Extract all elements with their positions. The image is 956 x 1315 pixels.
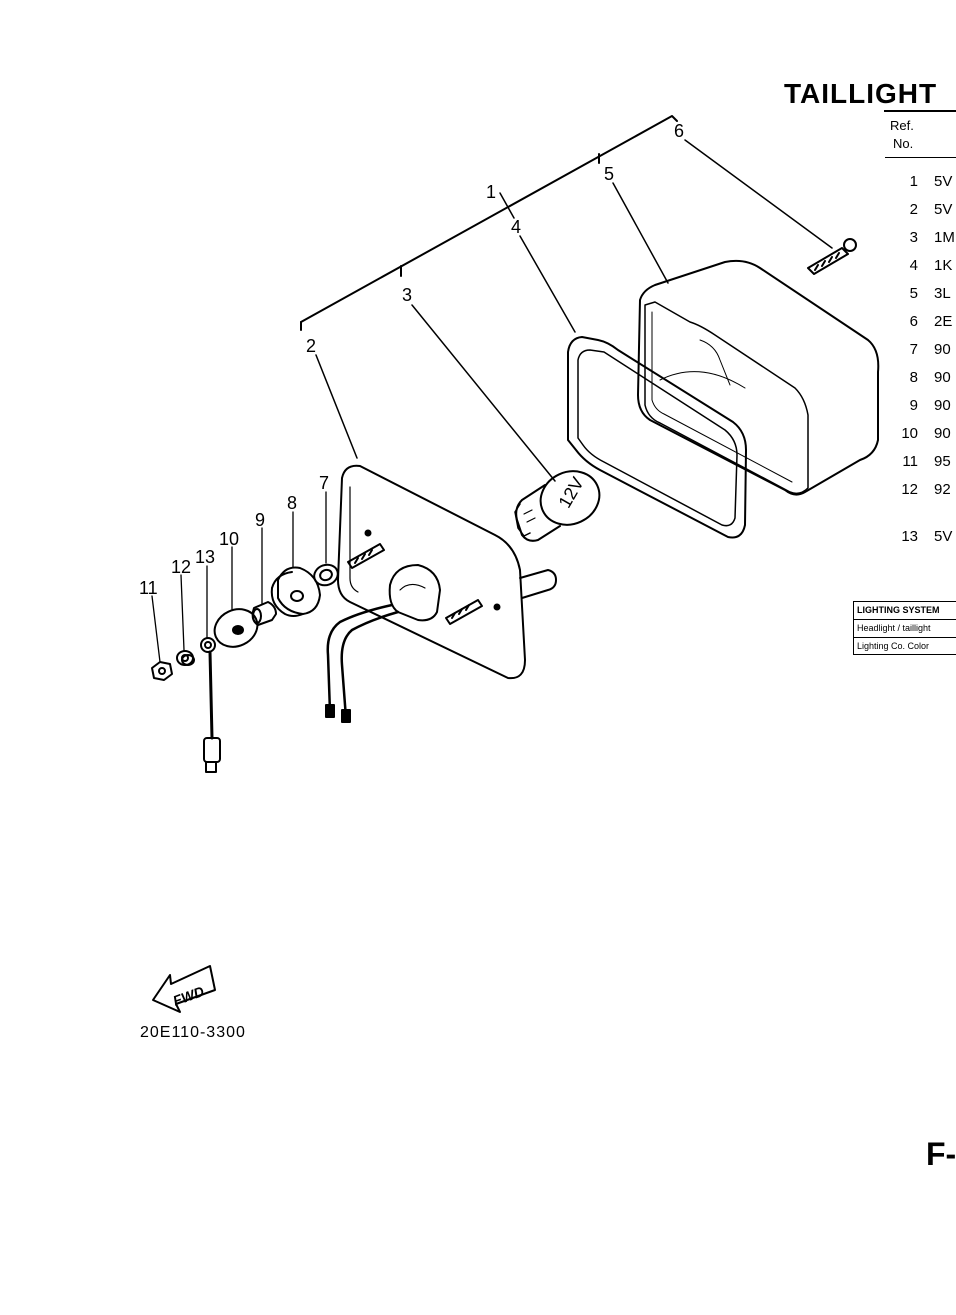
table-row: 9 90 <box>0 392 956 420</box>
part-number: 5V <box>934 173 953 190</box>
table-row: 12 92 <box>0 476 956 504</box>
part-number: 5V <box>934 201 953 218</box>
part-number: 92 <box>934 481 951 498</box>
part-number: 90 <box>934 397 951 414</box>
table-row: 2 5V <box>0 196 956 224</box>
ref-number: 8 <box>909 369 918 386</box>
grommet-part-8 <box>270 566 321 617</box>
bulb-label: 12V <box>554 474 587 512</box>
table-row: 5 3L <box>0 280 956 308</box>
ref-number: 1 <box>909 173 918 190</box>
screw-part-6 <box>807 238 857 275</box>
header-rule <box>885 157 956 158</box>
callout-1: 1 <box>486 182 496 202</box>
callout-10: 10 <box>219 529 239 549</box>
table-row: 1 5V <box>0 168 956 196</box>
ref-number: 9 <box>909 397 918 414</box>
ref-number: 12 <box>901 481 918 498</box>
part-number: 1K <box>934 257 953 274</box>
callout-13: 13 <box>195 547 215 567</box>
table-row: 13 5V <box>0 523 956 551</box>
part-number: 90 <box>934 425 951 442</box>
ref-number: 13 <box>901 528 918 545</box>
ref-number: 10 <box>901 425 918 442</box>
ref-number: 11 <box>902 453 918 470</box>
table-row: 4 1K <box>0 252 956 280</box>
callout-7: 7 <box>319 473 329 493</box>
part-number: 2E <box>934 313 953 330</box>
lighting-system-heading: LIGHTING SYSTEM <box>854 602 956 620</box>
lighting-system-box: LIGHTING SYSTEM Headlight / taillight Li… <box>853 601 956 655</box>
callout-4: 4 <box>511 217 521 237</box>
spring-washer-part-12 <box>176 650 195 666</box>
ref-number: 3 <box>909 229 918 246</box>
callout-11: 11 <box>139 578 158 598</box>
part-number: 1M <box>934 229 955 246</box>
callout-2: 2 <box>306 336 316 356</box>
part-number: 90 <box>934 341 951 358</box>
leader-lines <box>315 139 833 482</box>
callout-8: 8 <box>287 493 297 513</box>
ref-number: 6 <box>909 313 918 330</box>
no-label: No. <box>893 136 914 151</box>
ref-label: Ref. <box>890 118 914 133</box>
bulb-part-3: 12V <box>514 470 601 542</box>
ref-number: 4 <box>909 257 918 274</box>
callout-labels: 1 2 3 4 5 6 7 8 9 10 11 12 13 <box>139 121 684 598</box>
ref-number: 5 <box>909 285 918 302</box>
part-number: 90 <box>934 369 951 386</box>
callout-6: 6 <box>674 121 684 141</box>
title-underline <box>884 110 956 112</box>
page-code: F- <box>926 1136 956 1172</box>
assembly-brackets <box>300 115 678 331</box>
table-row: 10 90 <box>0 420 956 448</box>
page-title: TAILLIGHT <box>784 78 938 109</box>
lighting-system-row: Lighting Co. Color <box>857 641 930 651</box>
table-row: 3 1M <box>0 224 956 252</box>
table-row: 8 90 <box>0 364 956 392</box>
callout-12: 12 <box>171 557 191 577</box>
base-plate-part-2 <box>325 464 557 723</box>
part-number: 5V <box>934 528 953 545</box>
plate-washer-part-10 <box>213 608 259 648</box>
ground-lead-part-13 <box>200 637 221 773</box>
nut-part-11 <box>151 661 173 681</box>
ref-header: Ref. No. <box>890 118 914 152</box>
ref-number: 2 <box>909 201 918 218</box>
part-number: 95 <box>934 453 951 470</box>
callout-9: 9 <box>255 510 265 530</box>
table-row: 11 95 <box>0 448 956 476</box>
fwd-label: FWD <box>171 983 206 1009</box>
washer-part-7 <box>313 563 339 587</box>
ref-number: 7 <box>909 341 918 358</box>
table-row: 7 90 <box>0 336 956 364</box>
fwd-arrow-icon: FWD <box>152 965 216 1013</box>
callout-5: 5 <box>604 164 614 184</box>
lighting-system-row: Headlight / taillight <box>854 620 956 638</box>
gasket-part-4 <box>567 336 747 539</box>
drawing-number: 20E110-3300 <box>140 1024 246 1041</box>
small-leader-lines <box>151 491 327 663</box>
part-number: 3L <box>934 285 951 302</box>
lens-housing-part-5 <box>637 259 880 496</box>
callout-3: 3 <box>402 285 412 305</box>
table-row: 6 2E <box>0 308 956 336</box>
